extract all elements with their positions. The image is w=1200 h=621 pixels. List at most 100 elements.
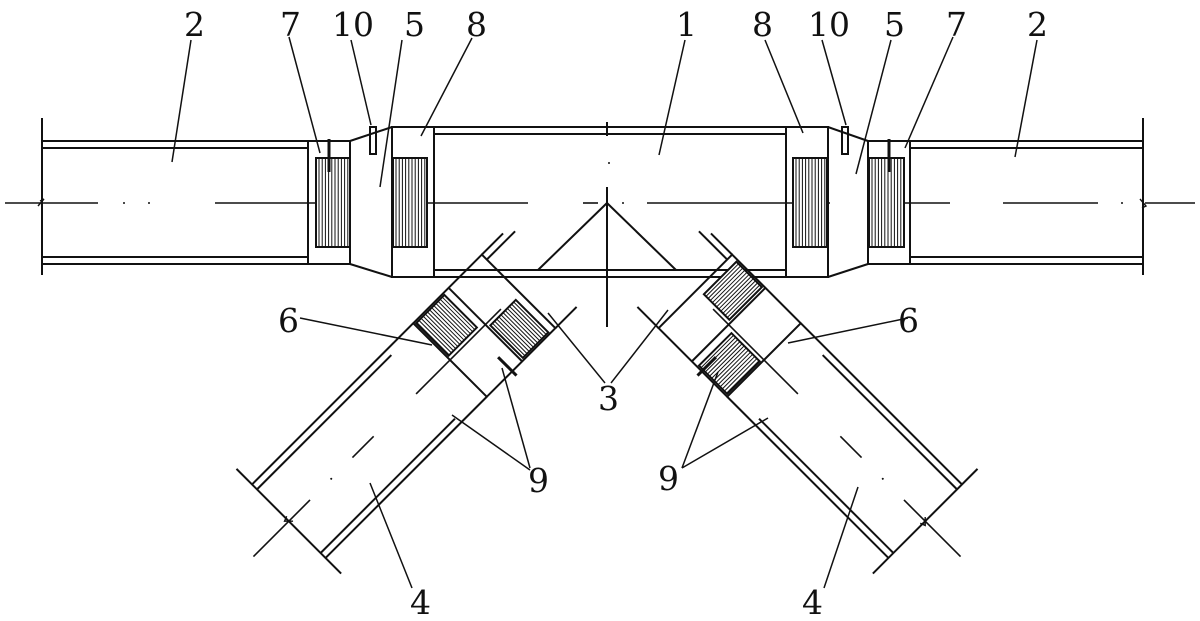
branch-pipe-wall bbox=[319, 417, 456, 554]
branch-stub-wall bbox=[554, 306, 578, 329]
coil-wire bbox=[714, 271, 748, 306]
branch-coil-outer bbox=[414, 293, 479, 358]
branch-centerline bbox=[839, 435, 863, 459]
break-mark-icon bbox=[919, 516, 926, 527]
break-mark-icon bbox=[1139, 198, 1148, 209]
coil-box bbox=[414, 293, 479, 358]
label-left-transition: 5 bbox=[404, 5, 425, 44]
coil-wire bbox=[719, 353, 754, 388]
branch-centerline bbox=[252, 499, 311, 558]
leader-lines bbox=[171, 36, 1038, 589]
coil-wire bbox=[506, 308, 541, 342]
label-right-coils: 9 bbox=[658, 459, 679, 498]
label-right-outer-sleeve: 7 bbox=[946, 5, 967, 44]
coil-wire bbox=[435, 303, 469, 337]
centerline-dot bbox=[881, 477, 884, 480]
branch-pipe-wall bbox=[800, 322, 963, 486]
label-right-branch-pipe: 4 bbox=[802, 583, 823, 621]
left-tag-10 bbox=[369, 126, 377, 155]
branch-terminal bbox=[696, 356, 717, 377]
branch-stub-wall bbox=[710, 232, 733, 256]
left-connecting-pipe bbox=[37, 118, 308, 275]
coil-wire bbox=[500, 314, 534, 348]
branch-centerline bbox=[415, 308, 502, 395]
coil-wire bbox=[726, 284, 761, 318]
label-left-tag: 10 bbox=[332, 5, 374, 44]
left-inner-sleeve bbox=[391, 126, 435, 278]
label-right-tag: 10 bbox=[808, 5, 850, 44]
coil-wire bbox=[496, 318, 530, 352]
label-right-branch-sleeve: 6 bbox=[898, 301, 919, 340]
branch-centerline bbox=[903, 499, 962, 558]
right-outer-sleeve bbox=[867, 139, 911, 265]
coil-wire bbox=[509, 305, 543, 340]
coil-wire bbox=[721, 356, 756, 390]
centerline-dot bbox=[330, 477, 333, 480]
coil-wire bbox=[420, 317, 454, 352]
part-labels: 2 7 10 5 8 1 8 10 5 7 2 6 6 3 9 9 4 4 bbox=[184, 5, 1048, 621]
coil-wire bbox=[437, 300, 471, 335]
label-right-transition: 5 bbox=[884, 5, 905, 44]
coil-wire bbox=[441, 296, 476, 330]
coil-wire bbox=[724, 358, 758, 392]
branch-terminal bbox=[497, 356, 518, 377]
coil-wire bbox=[433, 305, 467, 339]
left-branch-assembly bbox=[235, 230, 578, 575]
coil-wire bbox=[709, 267, 744, 301]
coil-wire bbox=[722, 280, 756, 314]
coil-box bbox=[697, 331, 762, 396]
branch-coil-inner bbox=[702, 260, 764, 322]
branch-apex bbox=[537, 202, 677, 271]
label-branch-stubs: 3 bbox=[598, 379, 619, 418]
branch-pipe-wall bbox=[726, 396, 890, 559]
coil-wire bbox=[707, 265, 741, 299]
coil-wire bbox=[704, 339, 739, 373]
branch-pipe-wall bbox=[324, 396, 488, 559]
coil-wire bbox=[439, 298, 474, 333]
left-sleeve-coil bbox=[315, 157, 351, 248]
label-right-inner-sleeve: 8 bbox=[752, 5, 773, 44]
main-centerline bbox=[5, 202, 1195, 204]
branch-stub-wall bbox=[486, 230, 516, 261]
coil-wire bbox=[504, 310, 539, 344]
coil-wire bbox=[513, 301, 547, 335]
coil-wire bbox=[494, 320, 528, 354]
coil-wire bbox=[429, 309, 463, 343]
branch-stub-wall bbox=[698, 230, 728, 261]
coil-wire bbox=[424, 313, 459, 347]
coil-wire bbox=[712, 269, 746, 304]
coil-wire bbox=[717, 351, 751, 386]
coil-wire bbox=[498, 316, 532, 350]
label-left-inner-sleeve: 8 bbox=[466, 5, 487, 44]
left-outer-sleeve bbox=[307, 139, 351, 265]
coil-wire bbox=[707, 341, 741, 375]
right-connecting-pipe bbox=[910, 118, 1148, 275]
label-right-pipe: 2 bbox=[1027, 5, 1048, 44]
coil-wire bbox=[709, 343, 743, 377]
right-sleeve-coil bbox=[868, 157, 905, 248]
coil-wire bbox=[431, 307, 465, 341]
coil-wire bbox=[713, 347, 747, 381]
branch-pipe-wall bbox=[821, 354, 958, 491]
branch-stub-wall bbox=[481, 232, 504, 256]
branch-stub-wall bbox=[636, 306, 660, 329]
coil-wire bbox=[700, 334, 734, 369]
label-left-outer-sleeve: 7 bbox=[280, 5, 301, 44]
coil-wire bbox=[726, 360, 760, 394]
label-central-pipe: 1 bbox=[676, 5, 697, 44]
branch-centerline bbox=[351, 435, 375, 459]
label-left-coils: 9 bbox=[528, 461, 549, 500]
coil-wire bbox=[427, 311, 461, 345]
coil-wire bbox=[418, 320, 452, 354]
break-mark-icon bbox=[283, 515, 294, 522]
coil-wire bbox=[718, 276, 752, 310]
coil-wire bbox=[715, 349, 749, 383]
coil-wire bbox=[720, 278, 754, 312]
coil-wire bbox=[422, 315, 457, 350]
branch-pipe-wall bbox=[256, 354, 393, 491]
label-left-branch-sleeve: 6 bbox=[278, 301, 299, 340]
right-branch-assembly bbox=[636, 230, 979, 575]
label-left-pipe: 2 bbox=[184, 5, 205, 44]
